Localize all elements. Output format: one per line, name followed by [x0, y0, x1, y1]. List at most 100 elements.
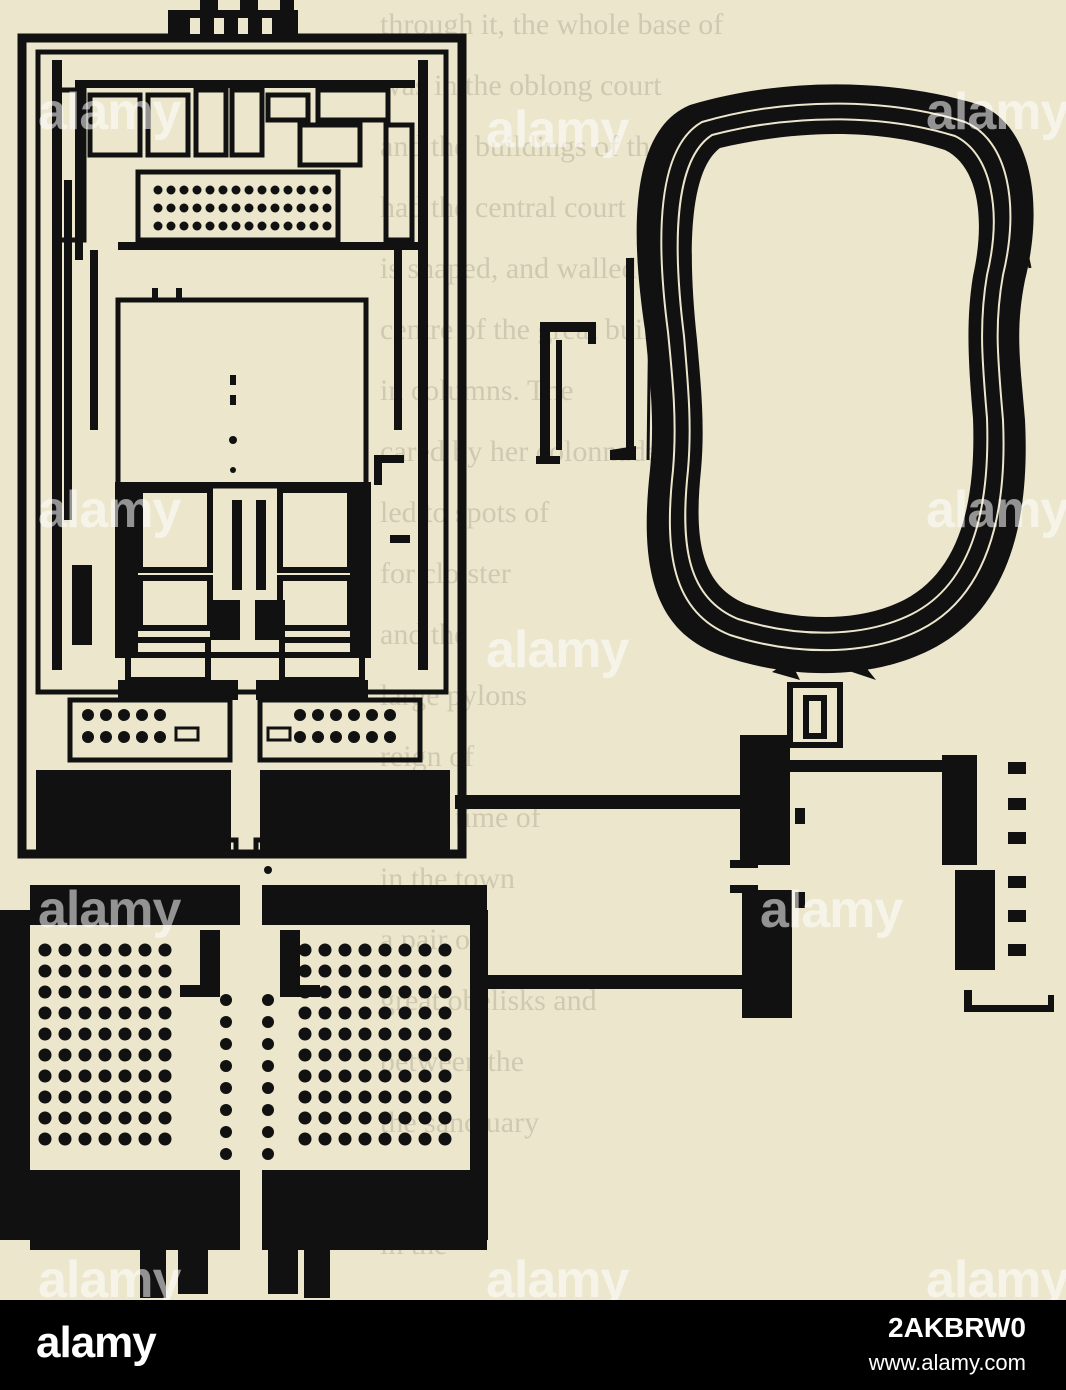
column-dot — [296, 203, 306, 213]
column-dot — [330, 709, 342, 721]
watermark: alamy — [486, 1251, 629, 1300]
column-dot — [154, 731, 166, 743]
column-dot — [100, 731, 112, 743]
column-dot — [38, 1048, 52, 1062]
column-dot — [298, 1090, 312, 1104]
column-dot — [298, 1027, 312, 1041]
column-dot — [58, 1069, 72, 1083]
column-dot — [418, 943, 432, 957]
column-dot — [418, 1069, 432, 1083]
column-dot — [283, 221, 293, 231]
column-dot — [244, 203, 254, 213]
column-dot — [309, 221, 319, 231]
column-dot — [358, 1132, 372, 1146]
column-dot — [358, 1006, 372, 1020]
column-dot — [398, 1132, 412, 1146]
column-dot — [270, 203, 280, 213]
side-corridors — [52, 60, 428, 670]
column-dot — [138, 1048, 152, 1062]
column-dot — [298, 1111, 312, 1125]
column-dot — [418, 1132, 432, 1146]
column-dot — [378, 985, 392, 999]
column-dot — [118, 1090, 132, 1104]
column-dot — [298, 985, 312, 999]
column-dot — [418, 1006, 432, 1020]
eastern-gate — [730, 735, 805, 1018]
left-wall-bars — [64, 180, 410, 645]
column-dot — [158, 943, 172, 957]
column-dot — [398, 964, 412, 978]
column-dot — [138, 964, 152, 978]
column-dot — [398, 943, 412, 957]
background-text-line: great obelisks and — [380, 984, 597, 1017]
column-dot — [192, 221, 202, 231]
rear-gate — [140, 1238, 330, 1298]
column-dot — [262, 1126, 274, 1138]
column-dot — [398, 1069, 412, 1083]
column-dot — [358, 1048, 372, 1062]
column-dot — [58, 985, 72, 999]
alamy-logo[interactable]: alamy — [36, 1318, 157, 1367]
column-dot — [158, 1069, 172, 1083]
column-dot — [438, 1090, 452, 1104]
footer-bar: alamy 2AKBRW0 www.alamy.com — [0, 1300, 1066, 1390]
column-dot — [138, 943, 152, 957]
column-dot — [318, 943, 332, 957]
obelisk-markers — [219, 837, 273, 857]
column-dot — [98, 1090, 112, 1104]
column-dot — [118, 943, 132, 957]
column-dot — [231, 221, 241, 231]
column-dot — [322, 185, 332, 195]
column-dot — [318, 1027, 332, 1041]
column-dot — [348, 731, 360, 743]
column-dot — [378, 1048, 392, 1062]
column-dot — [318, 1111, 332, 1125]
column-dot — [338, 1069, 352, 1083]
column-dot — [294, 731, 306, 743]
column-dot — [78, 1069, 92, 1083]
column-dot — [348, 709, 360, 721]
column-dot — [118, 731, 130, 743]
column-dot — [220, 1126, 232, 1138]
watermark: alamy — [760, 881, 903, 939]
column-dot — [78, 1090, 92, 1104]
column-dot — [38, 1006, 52, 1020]
column-dot — [138, 1069, 152, 1083]
column-dot — [262, 1148, 274, 1160]
column-dot — [244, 185, 254, 195]
column-dot — [318, 1132, 332, 1146]
column-dot — [418, 1090, 432, 1104]
site-url[interactable]: www.alamy.com — [868, 1350, 1026, 1375]
column-dot — [158, 1006, 172, 1020]
column-dot — [338, 943, 352, 957]
column-dot — [218, 185, 228, 195]
column-dot — [192, 203, 202, 213]
column-dot — [384, 709, 396, 721]
column-dot — [244, 221, 254, 231]
sacred-lake — [610, 84, 1034, 680]
column-dot — [38, 1027, 52, 1041]
column-dot — [318, 985, 332, 999]
column-dot — [138, 1090, 152, 1104]
column-dot — [38, 1111, 52, 1125]
column-dot — [358, 1090, 372, 1104]
column-dot — [338, 1006, 352, 1020]
column-dot — [312, 709, 324, 721]
column-dot — [330, 731, 342, 743]
avenues — [455, 760, 942, 989]
column-dot — [438, 943, 452, 957]
column-dot — [179, 221, 189, 231]
column-dot — [398, 985, 412, 999]
column-dot — [283, 185, 293, 195]
far-east-buildings — [942, 755, 1054, 1012]
watermark: alamy — [926, 1251, 1066, 1300]
watermark: alamy — [486, 101, 629, 159]
watermark: alamy — [38, 83, 181, 141]
column-dot — [98, 985, 112, 999]
column-dot — [158, 1048, 172, 1062]
column-dot — [138, 1027, 152, 1041]
column-dot — [298, 943, 312, 957]
column-dot — [257, 221, 267, 231]
column-dot — [296, 221, 306, 231]
